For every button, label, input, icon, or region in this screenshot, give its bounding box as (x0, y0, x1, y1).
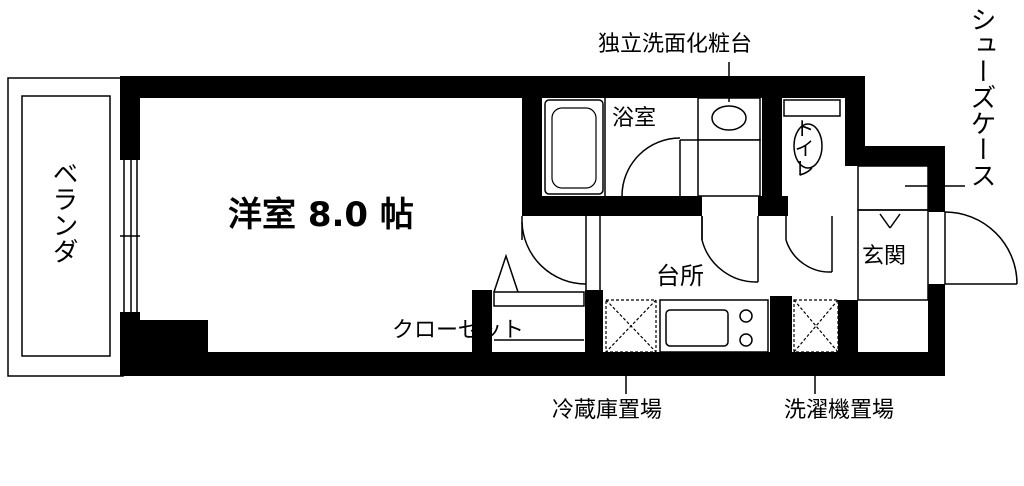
kitchen-counter (659, 299, 769, 353)
entrance-area (857, 165, 965, 301)
west-window (120, 160, 140, 312)
fridge-space (605, 299, 657, 353)
vanity (697, 97, 761, 197)
fridge-space-label: 冷蔵庫置場 (552, 398, 663, 423)
leader-lines (625, 62, 816, 394)
shoe-case-label: シューズケース (966, 6, 996, 188)
toilet (783, 99, 841, 169)
washer-space-label: 洗濯機置場 (784, 398, 895, 423)
closet-label: クローゼット (392, 318, 525, 343)
washer-space (793, 299, 839, 353)
bathtub (544, 99, 604, 195)
kitchen-label: 台所 (656, 262, 704, 290)
entrance-label: 玄関 (862, 244, 907, 269)
exterior-walls (120, 76, 945, 376)
western-room-label: 洋室 8.0 帖 (228, 195, 414, 235)
veranda-label: ベランダ (48, 160, 78, 264)
bath-label: 浴室 (612, 106, 657, 131)
closet (493, 253, 585, 341)
interior-doors (521, 211, 1018, 290)
vanity-label: 独立洗面化粧台 (598, 32, 753, 57)
toilet-label: トイレ (791, 118, 815, 178)
veranda (7, 77, 124, 377)
bath-door (621, 137, 700, 197)
